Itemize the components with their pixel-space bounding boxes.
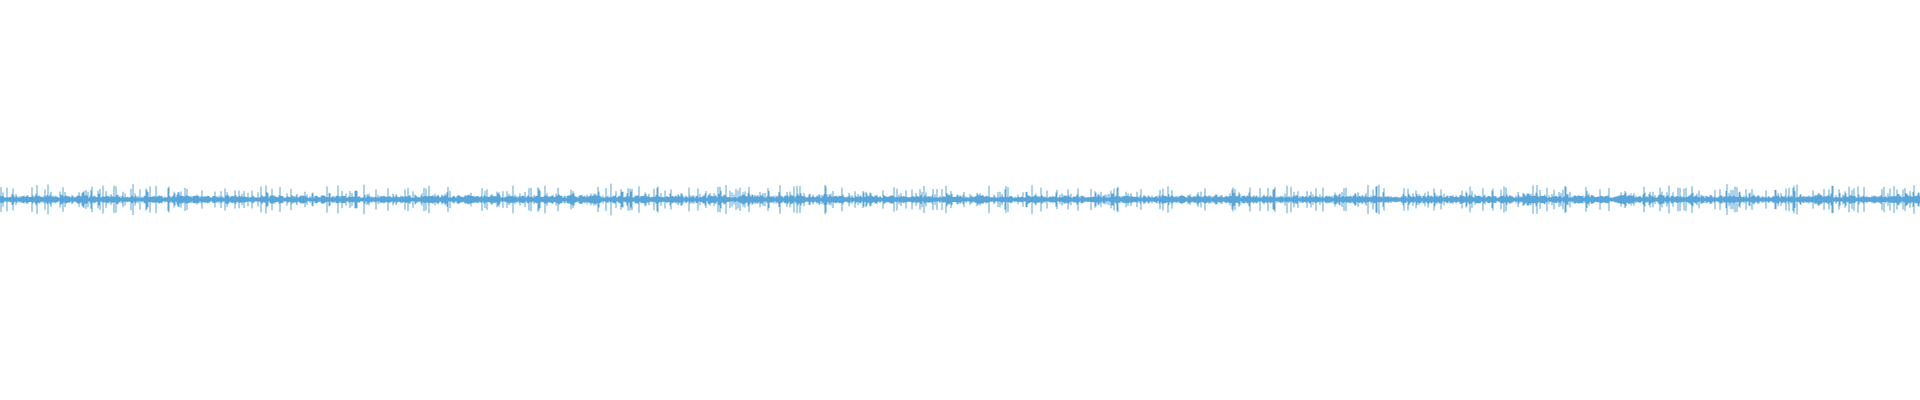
- waveform-signal: [0, 183, 1920, 216]
